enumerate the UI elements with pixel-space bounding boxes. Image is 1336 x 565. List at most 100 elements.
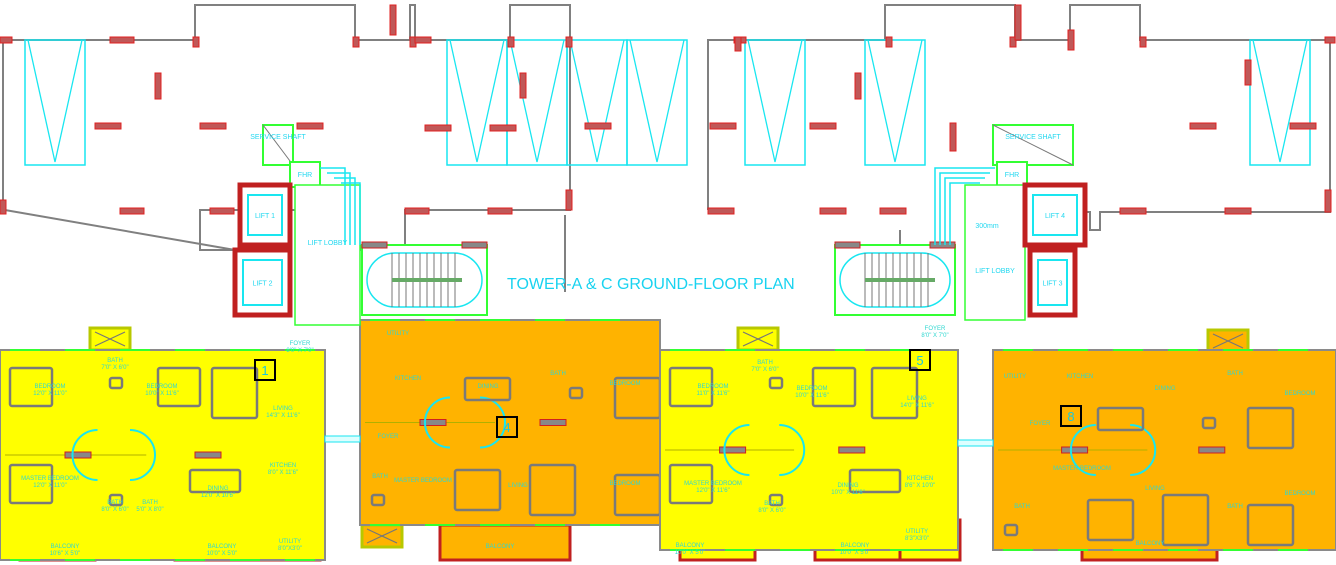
room-label: BALCONY [208,544,237,550]
column [1139,36,1147,48]
room-label: MASTER BEDROOM [684,481,742,487]
room-label: FOYER [378,434,399,440]
unit-4: 4UTILITYKITCHENDININGBATHBEDROOMFOYERBAT… [359,319,662,562]
stair-landing [839,252,951,308]
duct-line [939,172,990,245]
column [1189,122,1217,130]
toilet [1201,416,1217,430]
column [707,207,735,215]
service-shaft-label: SERVICE SHAFT [1005,134,1061,141]
column [1067,29,1075,51]
column [879,207,907,215]
room-dimensions: 14'3" X 11'6" [266,413,299,419]
column [949,122,957,152]
lift-label: LIFT 1 [255,213,275,220]
room-dimensions: 8'0" X 6'0" [758,508,785,514]
bed [811,366,857,408]
door-swing [129,429,156,481]
column [819,207,847,215]
room-dimensions: 8'0" X 7'0" [286,348,313,354]
dining-table [463,376,512,402]
room-dimensions: 11'0" X 11'6" [696,391,729,397]
lift-car [247,194,283,236]
ramp-marking [867,39,923,163]
lift-label: LIFT 4 [1045,213,1065,220]
room-label: FOYER [290,341,311,347]
door-swing [1069,424,1096,476]
shaft-cross [262,124,294,166]
door-swing [779,424,806,476]
parking-bay [1249,39,1311,166]
room-label: BALCONY [51,544,80,550]
lift-car [242,259,283,306]
column [414,36,432,44]
room-label: UTILITY [279,539,301,545]
room-label: MASTER BEDROOM [21,476,79,482]
column [0,199,7,215]
shaft-cross [742,331,774,347]
sofa-set [870,366,919,420]
unit-number: 8 [1067,409,1074,424]
door-swing [1130,424,1157,476]
room-label: MASTER BEDROOM [1053,466,1111,472]
room-label: DINING [208,486,229,492]
room-label: BEDROOM [609,381,640,387]
room-dimensions: 7'0" X 6'0" [751,367,778,373]
duct-line [320,167,346,245]
room-label: UTILITY [1004,374,1026,380]
column [94,122,122,130]
sofa-set [528,463,577,517]
shaft-cross [1212,333,1244,349]
room-dimensions: 10'0" X 5'0" [207,551,238,557]
toilet [1003,523,1019,537]
room-label: BALCONY [486,544,515,550]
lift-lobby [964,184,1026,321]
room-label: KITCHEN [270,463,296,469]
lift-car [1037,259,1068,306]
room-label: BATH [550,371,566,377]
unit-number-box [909,349,931,371]
room-dimensions: 10'6" X 5'0" [50,551,81,557]
parking-outline-left [2,4,571,251]
room-dimensions: 7'0" X 6'0" [101,365,128,371]
room-dimensions: 8'0" X 11'6" [268,470,298,476]
duct-line [327,172,351,245]
room-dimensions: 10'0" X 11'6" [145,391,178,397]
room-label: UTILITY [387,331,409,337]
room-label: BEDROOM [34,384,65,390]
column [519,72,527,99]
unit-number-box [1060,405,1082,427]
fhr-label: FHR [1005,172,1019,179]
room-dimensions: 8'3"X3'0" [905,536,929,542]
door-swing [71,429,98,481]
lift-car [1032,194,1078,236]
room-dimensions: 10'0" X 11'6" [831,490,864,496]
column [419,419,447,426]
bed [1086,498,1135,542]
sofa-set [210,366,259,420]
unit-number: 4 [503,420,510,435]
room-label: BATH [1227,371,1243,377]
column [1009,36,1017,48]
room-dimensions: 12'0" X 11'6" [696,488,729,494]
column [296,122,324,130]
lift-lobby-label: LIFT LOBBY [975,268,1015,275]
toilet [768,376,784,390]
bed [8,463,54,505]
room-label: BATH [764,501,780,507]
column [1014,4,1022,41]
column [1289,122,1317,130]
toilet [108,493,124,507]
parking-bay [24,39,86,166]
column [154,72,162,100]
column [838,446,866,454]
dimension-note: 300mm [975,223,999,230]
column [461,241,488,249]
bed [668,463,714,505]
parking-bay [864,39,926,166]
column [192,36,200,48]
room-label: BEDROOM [609,481,640,487]
